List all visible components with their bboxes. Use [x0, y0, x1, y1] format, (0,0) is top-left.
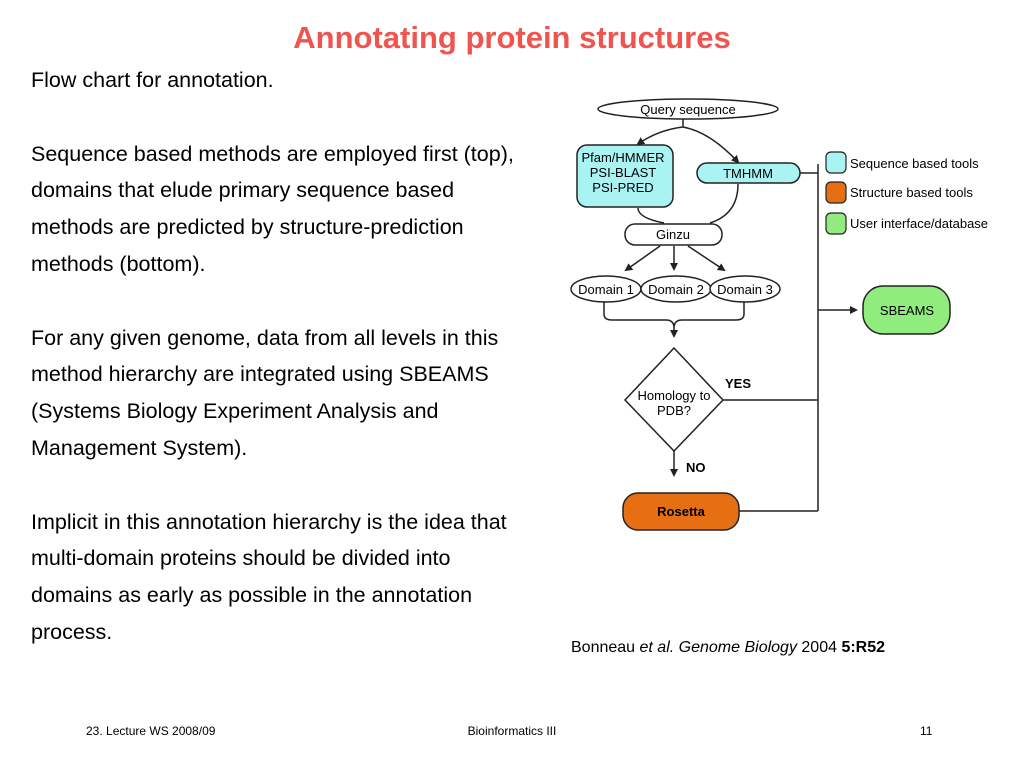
psi-blast-label: PSI-BLAST: [590, 165, 657, 180]
legend-label-structure: Structure based tools: [850, 185, 973, 200]
diagram-legend: Sequence based tools Structure based too…: [825, 151, 988, 235]
paragraph-hierarchy: Implicit in this annotation hierarchy is…: [31, 509, 507, 644]
domain-2-label: Domain 2: [648, 282, 704, 297]
tmhmm-node: [696, 162, 801, 184]
body-text: Flow chart for annotation. Sequence base…: [31, 62, 531, 688]
domain-1-label: Domain 1: [578, 282, 634, 297]
sequence-tools-node: [576, 144, 674, 208]
decision-line-1: Homology to: [638, 388, 711, 403]
query-sequence-node: [597, 98, 779, 120]
pfam-hmmer-label: Pfam/HMMER: [581, 150, 664, 165]
slide-title: Annotating protein structures: [293, 20, 731, 55]
citation-author: Bonneau: [571, 639, 636, 656]
legend-label-sequence: Sequence based tools: [850, 156, 979, 171]
domain-3-label: Domain 3: [717, 282, 773, 297]
citation-volume: 5:R52: [841, 639, 886, 656]
yes-label: YES: [725, 376, 751, 391]
legend-label-database: User interface/database: [850, 216, 988, 231]
tmhmm-label: TMHMM: [723, 166, 773, 181]
citation-journal: Genome Biology: [678, 639, 797, 656]
footer-course: Bioinformatics III: [467, 724, 557, 738]
paragraph-sbeams: For any given genome, data from all leve…: [31, 325, 499, 460]
ginzu-node: [624, 223, 723, 246]
rosetta-node: [622, 492, 740, 531]
citation: Bonneau et al. Genome Biology 2004 5:R52: [571, 639, 885, 657]
citation-year: 2004: [801, 639, 837, 656]
paragraph-sequence-methods: Sequence based methods are employed firs…: [31, 141, 514, 276]
sbeams-label: SBEAMS: [880, 303, 935, 318]
legend-swatch-sequence: [825, 151, 847, 174]
citation-etal: et al.: [639, 639, 675, 656]
homology-decision-node: [623, 346, 725, 453]
legend-swatch-database: [825, 212, 847, 235]
footer-lecture: 23. Lecture WS 2008/09: [86, 724, 216, 738]
annotation-flowchart: Query sequence Pfam/HMMER PSI-BLAST PSI-…: [570, 98, 988, 531]
domain-3-node: [709, 275, 781, 303]
ginzu-label: Ginzu: [656, 227, 690, 242]
query-sequence-label: Query sequence: [640, 102, 735, 117]
paragraph-intro: Flow chart for annotation.: [31, 68, 274, 92]
psi-pred-label: PSI-PRED: [592, 180, 653, 195]
decision-line-2: PDB?: [657, 403, 691, 418]
sbeams-node: [862, 285, 951, 335]
footer-page-number: 11: [920, 724, 933, 738]
legend-swatch-structure: [825, 181, 847, 204]
rosetta-label: Rosetta: [657, 504, 705, 519]
no-label: NO: [686, 460, 706, 475]
